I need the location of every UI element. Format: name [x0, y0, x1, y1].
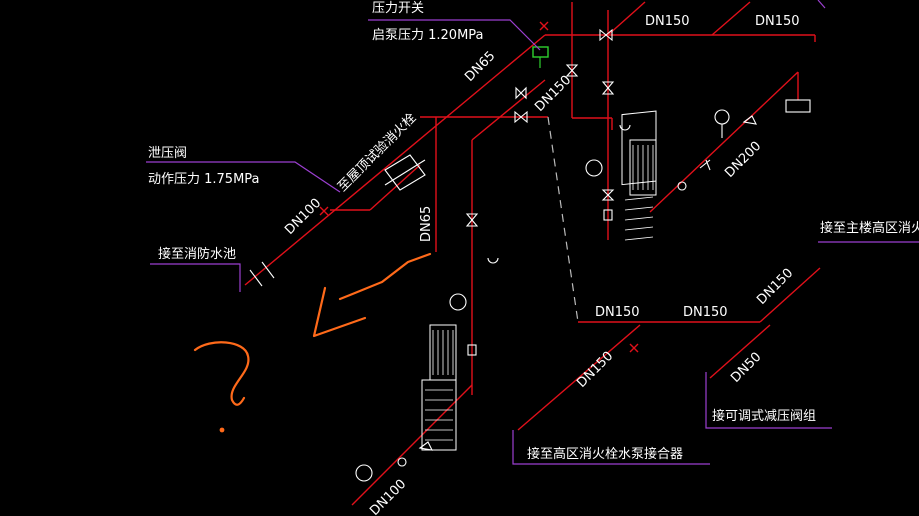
handdrawn-markup [193, 252, 432, 433]
red-x-marks [319, 21, 639, 353]
pipe-size-dn200: DN200 [722, 139, 764, 181]
annotation-leaders [146, 0, 919, 465]
pressure-switch-title: 压力开关 [372, 1, 424, 16]
pump-block-upper [621, 110, 657, 241]
pipe-size-dn150-right: DN150 [754, 266, 796, 308]
pressure-switch-icon [532, 46, 549, 68]
pipe-size-dn50: DN50 [728, 350, 764, 386]
relief-action-pressure: 动作压力 1.75MPa [148, 172, 260, 187]
valve-symbols [249, 28, 811, 482]
pipe-size-dn150-top-b: DN150 [755, 14, 800, 29]
to-high-zone-adapter-label: 接至高区消火栓水泵接合器 [527, 446, 683, 462]
pipe-size-dn150-mid-b: DN150 [683, 305, 728, 320]
pump-block-lower [421, 324, 457, 451]
to-main-high-zone-label: 接至主楼高区消火栓 [820, 220, 919, 236]
pipe-size-dn65-top: DN65 [462, 49, 498, 85]
pipe-size-dn65-vertical: DN65 [419, 206, 434, 242]
to-adjustable-prv-label: 接可调式减压阀组 [712, 408, 816, 424]
dashed-leader [547, 116, 579, 323]
test-valve-label: 至屋顶试验消火栓 [335, 110, 420, 195]
pump-start-pressure: 启泵压力 1.20MPa [372, 28, 484, 43]
pipe-size-dn100: DN100 [282, 196, 324, 238]
pipe-size-dn150-lower: DN150 [574, 349, 616, 391]
to-fire-pool-label: 接至消防水池 [158, 246, 236, 262]
relief-valve-title: 泄压阀 [148, 146, 187, 161]
pipe-size-dn150-mid-a: DN150 [595, 305, 640, 320]
pipe-size-dn150-diag: DN150 [532, 73, 574, 115]
pipe-size-dn150-top-a: DN150 [645, 14, 690, 29]
pipe-network [244, 1, 821, 506]
